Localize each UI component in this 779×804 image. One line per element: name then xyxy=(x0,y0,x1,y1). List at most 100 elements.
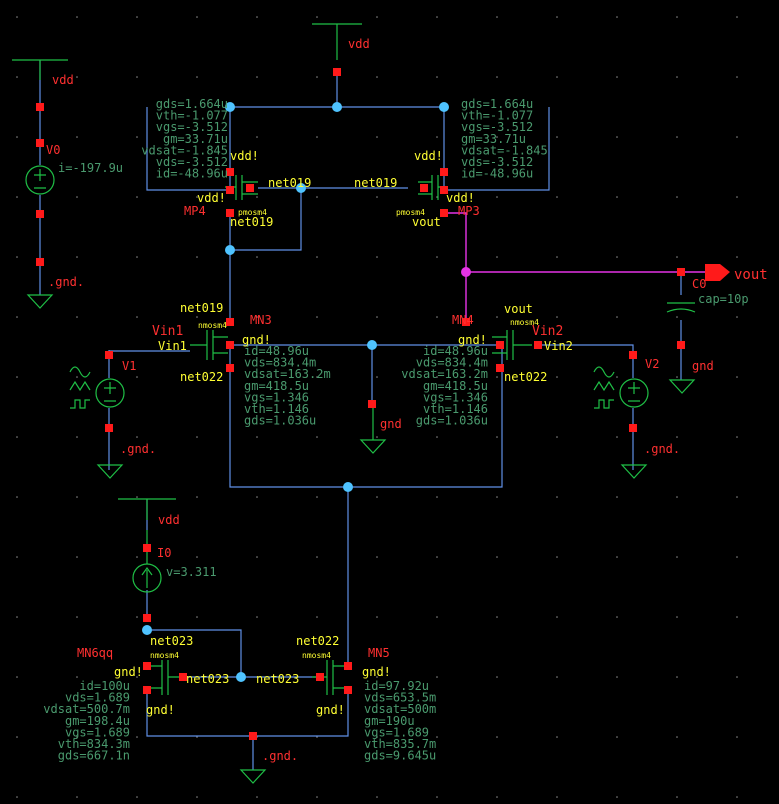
mp3-bulk-top: vdd! xyxy=(414,149,443,163)
mn4-op-line: id=48.96u xyxy=(423,344,488,358)
vin1-pin-label[interactable]: Vin1 xyxy=(152,324,183,339)
vin2-pin-label[interactable]: Vin2 xyxy=(532,324,563,339)
v1-name[interactable]: V1 xyxy=(122,359,136,373)
pin-marker xyxy=(316,673,324,681)
pin-marker xyxy=(226,318,234,326)
vdd-label-i0: vdd xyxy=(158,513,180,527)
pin-marker xyxy=(496,364,504,372)
mn6-name[interactable]: MN6qq xyxy=(77,646,113,660)
mn5-gate-net: net023 xyxy=(256,672,299,686)
pin-marker xyxy=(344,686,352,694)
mn3-op-line: id=48.96u xyxy=(244,344,309,358)
gnd-label-cap: gnd xyxy=(692,359,714,373)
v2-name[interactable]: V2 xyxy=(645,357,659,371)
mp4-name[interactable]: MP4 xyxy=(184,204,206,218)
vin1-net-label: Vin1 xyxy=(158,339,187,353)
mp4-symbol[interactable] xyxy=(225,175,258,200)
mn6-drain-net: net023 xyxy=(150,634,193,648)
mp4-op-line: gm=33.71u xyxy=(163,132,228,146)
vout-pin-label[interactable]: vout xyxy=(734,267,768,283)
mp3-symbol[interactable] xyxy=(418,175,448,200)
pin-marker xyxy=(677,341,685,349)
pin-marker xyxy=(226,186,234,194)
mn4-symbol[interactable] xyxy=(492,330,532,360)
pin-marker xyxy=(143,686,151,694)
c0-name[interactable]: C0 xyxy=(692,277,706,291)
vin2-net-label: Vin2 xyxy=(544,339,573,353)
v0-name[interactable]: V0 xyxy=(46,143,60,157)
mn5-symbol[interactable] xyxy=(312,660,348,695)
mp3-op-line: vth=-1.077 xyxy=(461,109,533,123)
mp3-drain-net: vout xyxy=(412,215,441,229)
pin-marker xyxy=(143,662,151,670)
vout-pin-shape[interactable] xyxy=(705,264,730,281)
c0-symbol[interactable] xyxy=(666,302,696,313)
mn3-op-line: vds=834.4m xyxy=(244,356,316,370)
pin-marker xyxy=(105,424,113,432)
mn5-op-line: vth=835.7m xyxy=(364,737,436,751)
mp4-op-values: gds=1.664uvth=-1.077vgs=-3.512gm=33.71uv… xyxy=(141,97,228,181)
mn6-op-line: id=100u xyxy=(79,679,130,693)
pin-marker xyxy=(344,662,352,670)
mn3-bulk: gnd! xyxy=(242,333,271,347)
mn5-op-line: vdsat=500m xyxy=(364,702,436,716)
pin-marker xyxy=(496,341,504,349)
mn3-name[interactable]: MN3 xyxy=(250,313,272,327)
v1-symbol[interactable] xyxy=(69,366,125,409)
mn4-op-line: gds=1.036u xyxy=(416,414,488,428)
selected-net-vout[interactable] xyxy=(444,212,705,322)
gnd-label-v2: .gnd. xyxy=(644,442,680,456)
pin-marker xyxy=(36,258,44,266)
pin-marker xyxy=(36,210,44,218)
junction-dots xyxy=(142,102,471,682)
pin-marker xyxy=(226,209,234,217)
mn3-source-net: net022 xyxy=(180,370,223,384)
vdd-symbols xyxy=(12,23,362,520)
mn3-op-line: gm=418.5u xyxy=(244,379,309,393)
mp3-op-line: gm=33.71u xyxy=(461,132,526,146)
mp3-op-line: vds=-3.512 xyxy=(461,155,533,169)
pin-marker xyxy=(179,673,187,681)
mn5-drain-net: net022 xyxy=(296,634,339,648)
mn6-symbol[interactable] xyxy=(147,660,183,695)
gnd-label-bottom: .gnd. xyxy=(262,749,298,763)
mn4-op-line: vdsat=163.2m xyxy=(401,367,488,381)
mn6-op-line: gds=667.1n xyxy=(58,749,130,763)
pin-marker xyxy=(534,341,542,349)
mp4-gate-net: net019 xyxy=(268,176,311,190)
mn5-op-line: vgs=1.689 xyxy=(364,725,429,739)
mp4-op-line: vdsat=-1.845 xyxy=(141,143,228,157)
pin-marker xyxy=(226,168,234,176)
mn5-op-line: gm=190u xyxy=(364,714,415,728)
vdd-label-top: vdd xyxy=(348,37,370,51)
mn4-bulk: gnd! xyxy=(458,333,487,347)
mn3-symbol[interactable] xyxy=(190,330,228,360)
mn4-op-line: vgs=1.346 xyxy=(423,390,488,404)
v2-symbol[interactable] xyxy=(593,366,649,409)
mn6-op-values: id=100uvds=1.689vdsat=500.7mgm=198.4uvgs… xyxy=(43,679,130,763)
mn3-op-line: vdsat=163.2m xyxy=(244,367,331,381)
mn6-op-line: vds=1.689 xyxy=(65,691,130,705)
pin-marker xyxy=(420,184,428,192)
v0-param: i=-197.9u xyxy=(58,161,123,175)
mp4-model: pmosm4 xyxy=(238,208,267,217)
mn4-drain-net: vout xyxy=(504,302,533,316)
mn3-op-line: vgs=1.346 xyxy=(244,390,309,404)
mn4-op-line: vds=834.4m xyxy=(416,356,488,370)
mn5-name[interactable]: MN5 xyxy=(368,646,390,660)
pin-marker xyxy=(629,351,637,359)
mn3-drain-net: net019 xyxy=(180,301,223,315)
gnd-symbols xyxy=(26,294,696,784)
mp4-op-line: vgs=-3.512 xyxy=(156,120,228,134)
mn6-op-line: gm=198.4u xyxy=(65,714,130,728)
i0-name[interactable]: I0 xyxy=(157,546,171,560)
pin-marker xyxy=(440,209,448,217)
mp4-op-line: vth=-1.077 xyxy=(156,109,228,123)
pin-marker xyxy=(226,341,234,349)
v0-symbol[interactable] xyxy=(25,165,55,195)
mp3-name[interactable]: MP3 xyxy=(458,204,480,218)
mn5-op-values: id=97.92uvds=653.5mvdsat=500mgm=190uvgs=… xyxy=(364,679,436,763)
mn4-name[interactable]: MN4 xyxy=(452,313,474,327)
mp3-op-values: gds=1.664uvth=-1.077vgs=-3.512gm=33.71uv… xyxy=(461,97,548,181)
